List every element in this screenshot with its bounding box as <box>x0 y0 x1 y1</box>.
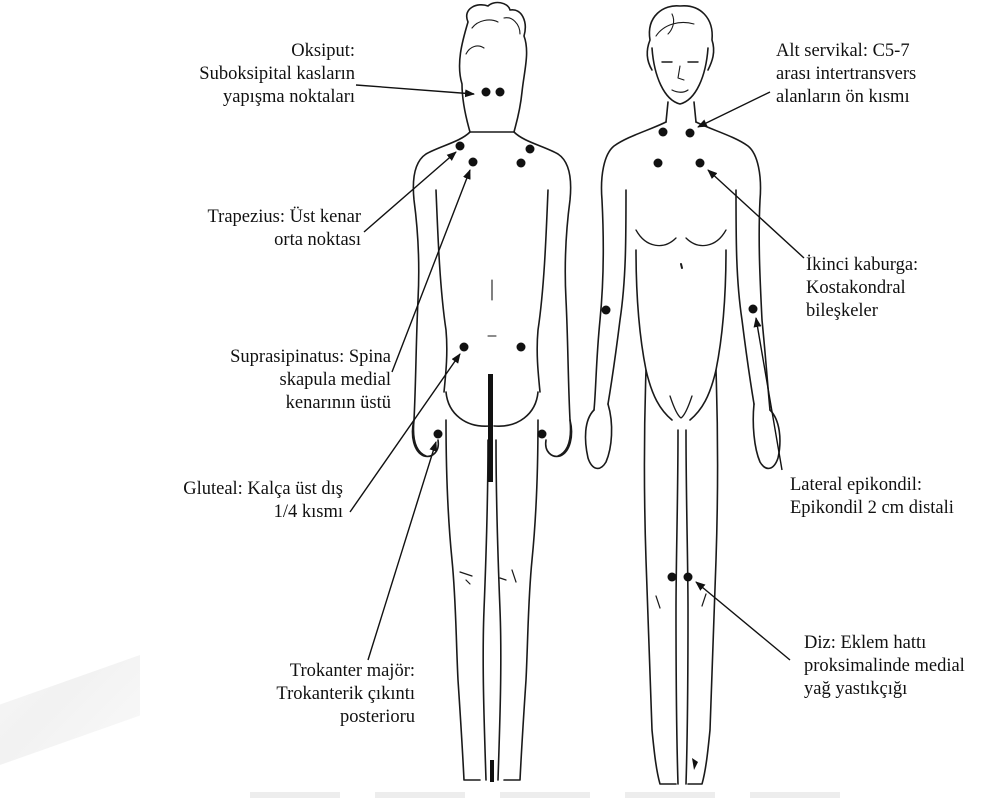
label-lateral-epikondil: Lateral epikondil: Epikondil 2 cm distal… <box>790 474 954 520</box>
point-trokanter-left <box>434 430 443 439</box>
back-midline-bar <box>488 374 493 482</box>
back-spine-hint <box>488 280 496 336</box>
point-oksiput-right <box>496 88 505 97</box>
back-hair-detail <box>466 18 520 54</box>
front-groin <box>670 396 692 418</box>
tender-points <box>434 88 758 582</box>
point-trokanter-right <box>538 430 547 439</box>
point-epikondil-right <box>749 305 758 314</box>
arrow-alt-servikal <box>698 92 770 127</box>
back-knee-detail <box>460 570 516 584</box>
label-alt-servikal: Alt servikal: C5-7 arası intertransvers … <box>776 40 916 109</box>
point-kaburga-right <box>696 159 705 168</box>
arrow-kaburga <box>708 170 804 258</box>
arrow-oksiput <box>356 85 474 94</box>
arrow-suprasipinatus <box>392 170 470 372</box>
point-trapezius-right <box>526 145 535 154</box>
front-left-arm-inner <box>608 190 626 404</box>
point-kaburga-left <box>654 159 663 168</box>
point-gluteal-right <box>517 343 526 352</box>
point-suprasipinatus-right <box>517 159 526 168</box>
back-left-hand <box>412 420 438 456</box>
point-gluteal-left <box>460 343 469 352</box>
back-right-leg-inner <box>496 440 501 780</box>
back-right-leg <box>504 420 538 780</box>
front-breasts <box>636 230 726 246</box>
front-face <box>652 48 708 104</box>
arrow-trokanter <box>368 442 436 660</box>
arrow-epikondil <box>756 318 782 470</box>
point-epikondil-left <box>602 306 611 315</box>
back-head <box>460 3 527 132</box>
front-hair <box>647 6 713 70</box>
back-left-arm-inner <box>436 190 447 392</box>
point-trapezius-left <box>456 142 465 151</box>
front-hip-left <box>636 250 672 420</box>
front-right-arm-inner <box>736 190 754 404</box>
label-trapezius: Trapezius: Üst kenar orta noktası <box>208 206 361 252</box>
front-torso-right <box>696 122 770 410</box>
label-trokanter: Trokanter majör: Trokanterik çıkıntı pos… <box>276 660 415 729</box>
front-hair-detail <box>656 14 694 36</box>
point-diz-right <box>684 573 693 582</box>
front-hip-right <box>690 250 726 420</box>
arrow-trapezius <box>364 152 456 232</box>
front-view-figure <box>586 6 780 784</box>
label-suprasipinatus: Suprasipinatus: Spina skapula medial ken… <box>230 346 391 415</box>
back-heel-mark <box>490 760 494 782</box>
front-knee-detail <box>656 594 706 608</box>
back-left-leg <box>446 420 480 780</box>
front-mouth <box>672 90 688 92</box>
leader-lines <box>350 85 804 660</box>
back-left-leg-inner <box>483 440 488 780</box>
front-neck <box>666 102 696 122</box>
label-gluteal: Gluteal: Kalça üst dış 1/4 kısmı <box>183 478 343 524</box>
arrow-diz <box>696 582 790 660</box>
front-right-leg-inner <box>686 430 688 784</box>
point-diz-left <box>668 573 677 582</box>
label-ikinci-kaburga: İkinci kaburga: Kostakondral bileşkeler <box>806 254 918 323</box>
back-right-arm-inner <box>537 190 548 392</box>
label-oksiput: Oksiput: Suboksipital kasların yapışma n… <box>199 40 355 109</box>
front-foot-mark <box>692 758 698 770</box>
front-navel <box>681 264 682 268</box>
point-oksiput-left <box>482 88 491 97</box>
point-alt-servikal-left <box>659 128 668 137</box>
back-right-hand <box>546 420 572 456</box>
front-left-leg-inner <box>676 430 678 784</box>
front-left-hand <box>586 404 612 468</box>
point-alt-servikal-right <box>686 129 695 138</box>
point-suprasipinatus-left <box>469 158 478 167</box>
front-nose <box>678 66 684 80</box>
label-diz: Diz: Eklem hattı proksimalinde medial ya… <box>804 632 965 701</box>
